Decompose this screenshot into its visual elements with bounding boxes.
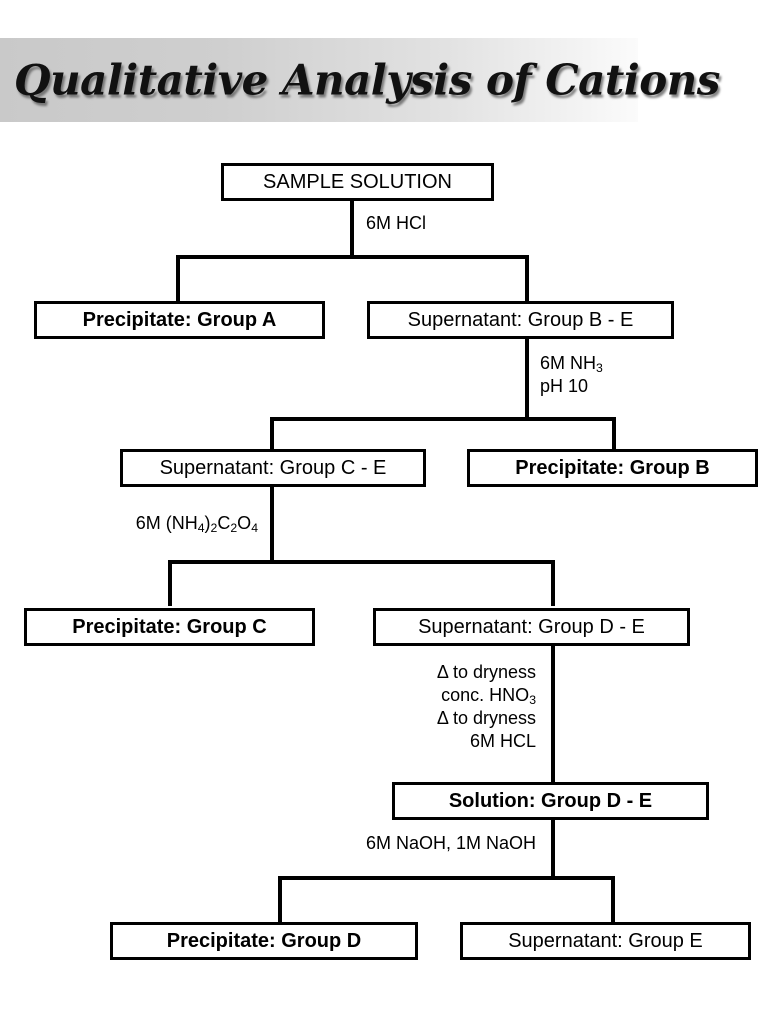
reagent-dryness-block: Δ to dryness conc. HNO3 Δ to dryness 6M … [330, 661, 536, 753]
connector-super-ce-down [270, 487, 274, 564]
connector-bus-1 [176, 255, 529, 259]
node-supernatant-group-e[interactable]: Supernatant: Group E [460, 922, 751, 960]
reagent-ammonia-line-1: 6M NH3 [540, 353, 603, 376]
connector-bus-4-right-drop [611, 876, 615, 924]
node-supernatant-group-d-e[interactable]: Supernatant: Group D - E [373, 608, 690, 646]
reagent-hcl-line-2: 6M HCL [469, 731, 536, 752]
reagent-dryness-line-1: Δ to dryness [436, 662, 536, 682]
reagent-sodium-hydroxide: 6M NaOH, 1M NaOH [365, 833, 536, 853]
node-precipitate-group-a[interactable]: Precipitate: Group A [34, 301, 325, 339]
connector-bus-3 [168, 560, 555, 564]
connector-solution-down [551, 820, 555, 880]
connector-sample-down [350, 201, 354, 257]
node-supernatant-group-c-e[interactable]: Supernatant: Group C - E [120, 449, 426, 487]
connector-super-be-down [525, 339, 529, 421]
title-banner: Qualitative Analysis of Cations [0, 38, 720, 122]
node-precipitate-group-c[interactable]: Precipitate: Group C [24, 608, 315, 646]
connector-bus-4-left-drop [278, 876, 282, 924]
connector-bus-4 [278, 876, 615, 880]
connector-bus-3-left-drop [168, 560, 172, 606]
reagent-ammonium-oxalate: 6M (NH4)2C2O4 [135, 513, 258, 536]
node-supernatant-group-b-e[interactable]: Supernatant: Group B - E [367, 301, 674, 339]
node-sample-solution[interactable]: SAMPLE SOLUTION [221, 163, 494, 201]
connector-bus-2 [270, 417, 616, 421]
node-solution-group-d-e[interactable]: Solution: Group D - E [392, 782, 709, 820]
page-title: Qualitative Analysis of Cations [14, 55, 720, 105]
connector-bus-3-right-drop [551, 560, 555, 606]
reagent-ammonia: 6M NH3 pH 10 [540, 352, 603, 398]
node-precipitate-group-d[interactable]: Precipitate: Group D [110, 922, 418, 960]
connector-super-de-down [551, 646, 555, 784]
reagent-hcl: 6M HCl [366, 213, 427, 233]
connector-bus-2-left-drop [270, 417, 274, 451]
reagent-dryness-line-2: Δ to dryness [436, 708, 536, 729]
reagent-ph-line: pH 10 [540, 376, 589, 397]
connector-bus-1-right-drop [525, 255, 529, 303]
reagent-nitric-acid-line: conc. HNO3 [441, 685, 536, 708]
connector-bus-1-left-drop [176, 255, 180, 303]
connector-bus-2-right-drop [612, 417, 616, 451]
node-precipitate-group-b[interactable]: Precipitate: Group B [467, 449, 758, 487]
